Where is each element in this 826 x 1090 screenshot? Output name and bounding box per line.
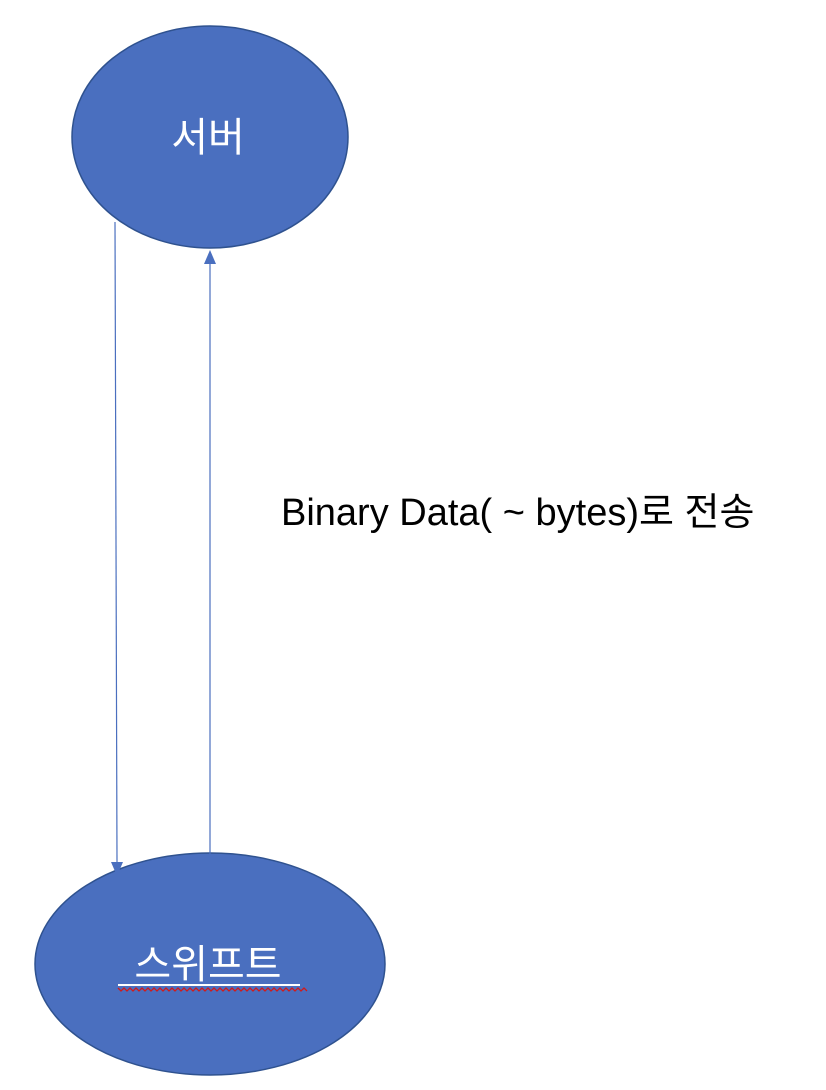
swift-node[interactable]: 스위프트	[34, 852, 386, 1076]
edge-server-to-swift-line	[114, 221, 118, 863]
edge-server-to-swift	[111, 221, 123, 876]
arrow-down-icon	[111, 862, 123, 876]
swift-node-label: 스위프트	[134, 942, 281, 988]
edge-swift-to-server	[204, 250, 216, 854]
arrow-up-icon	[204, 250, 216, 264]
server-node-shape	[71, 25, 349, 249]
server-node-label: 서버	[171, 115, 245, 161]
server-node[interactable]: 서버	[71, 25, 349, 249]
spellcheck-squiggle	[117, 987, 308, 992]
transfer-annotation: Binary Data( ~ bytes)로 전송	[281, 492, 754, 534]
